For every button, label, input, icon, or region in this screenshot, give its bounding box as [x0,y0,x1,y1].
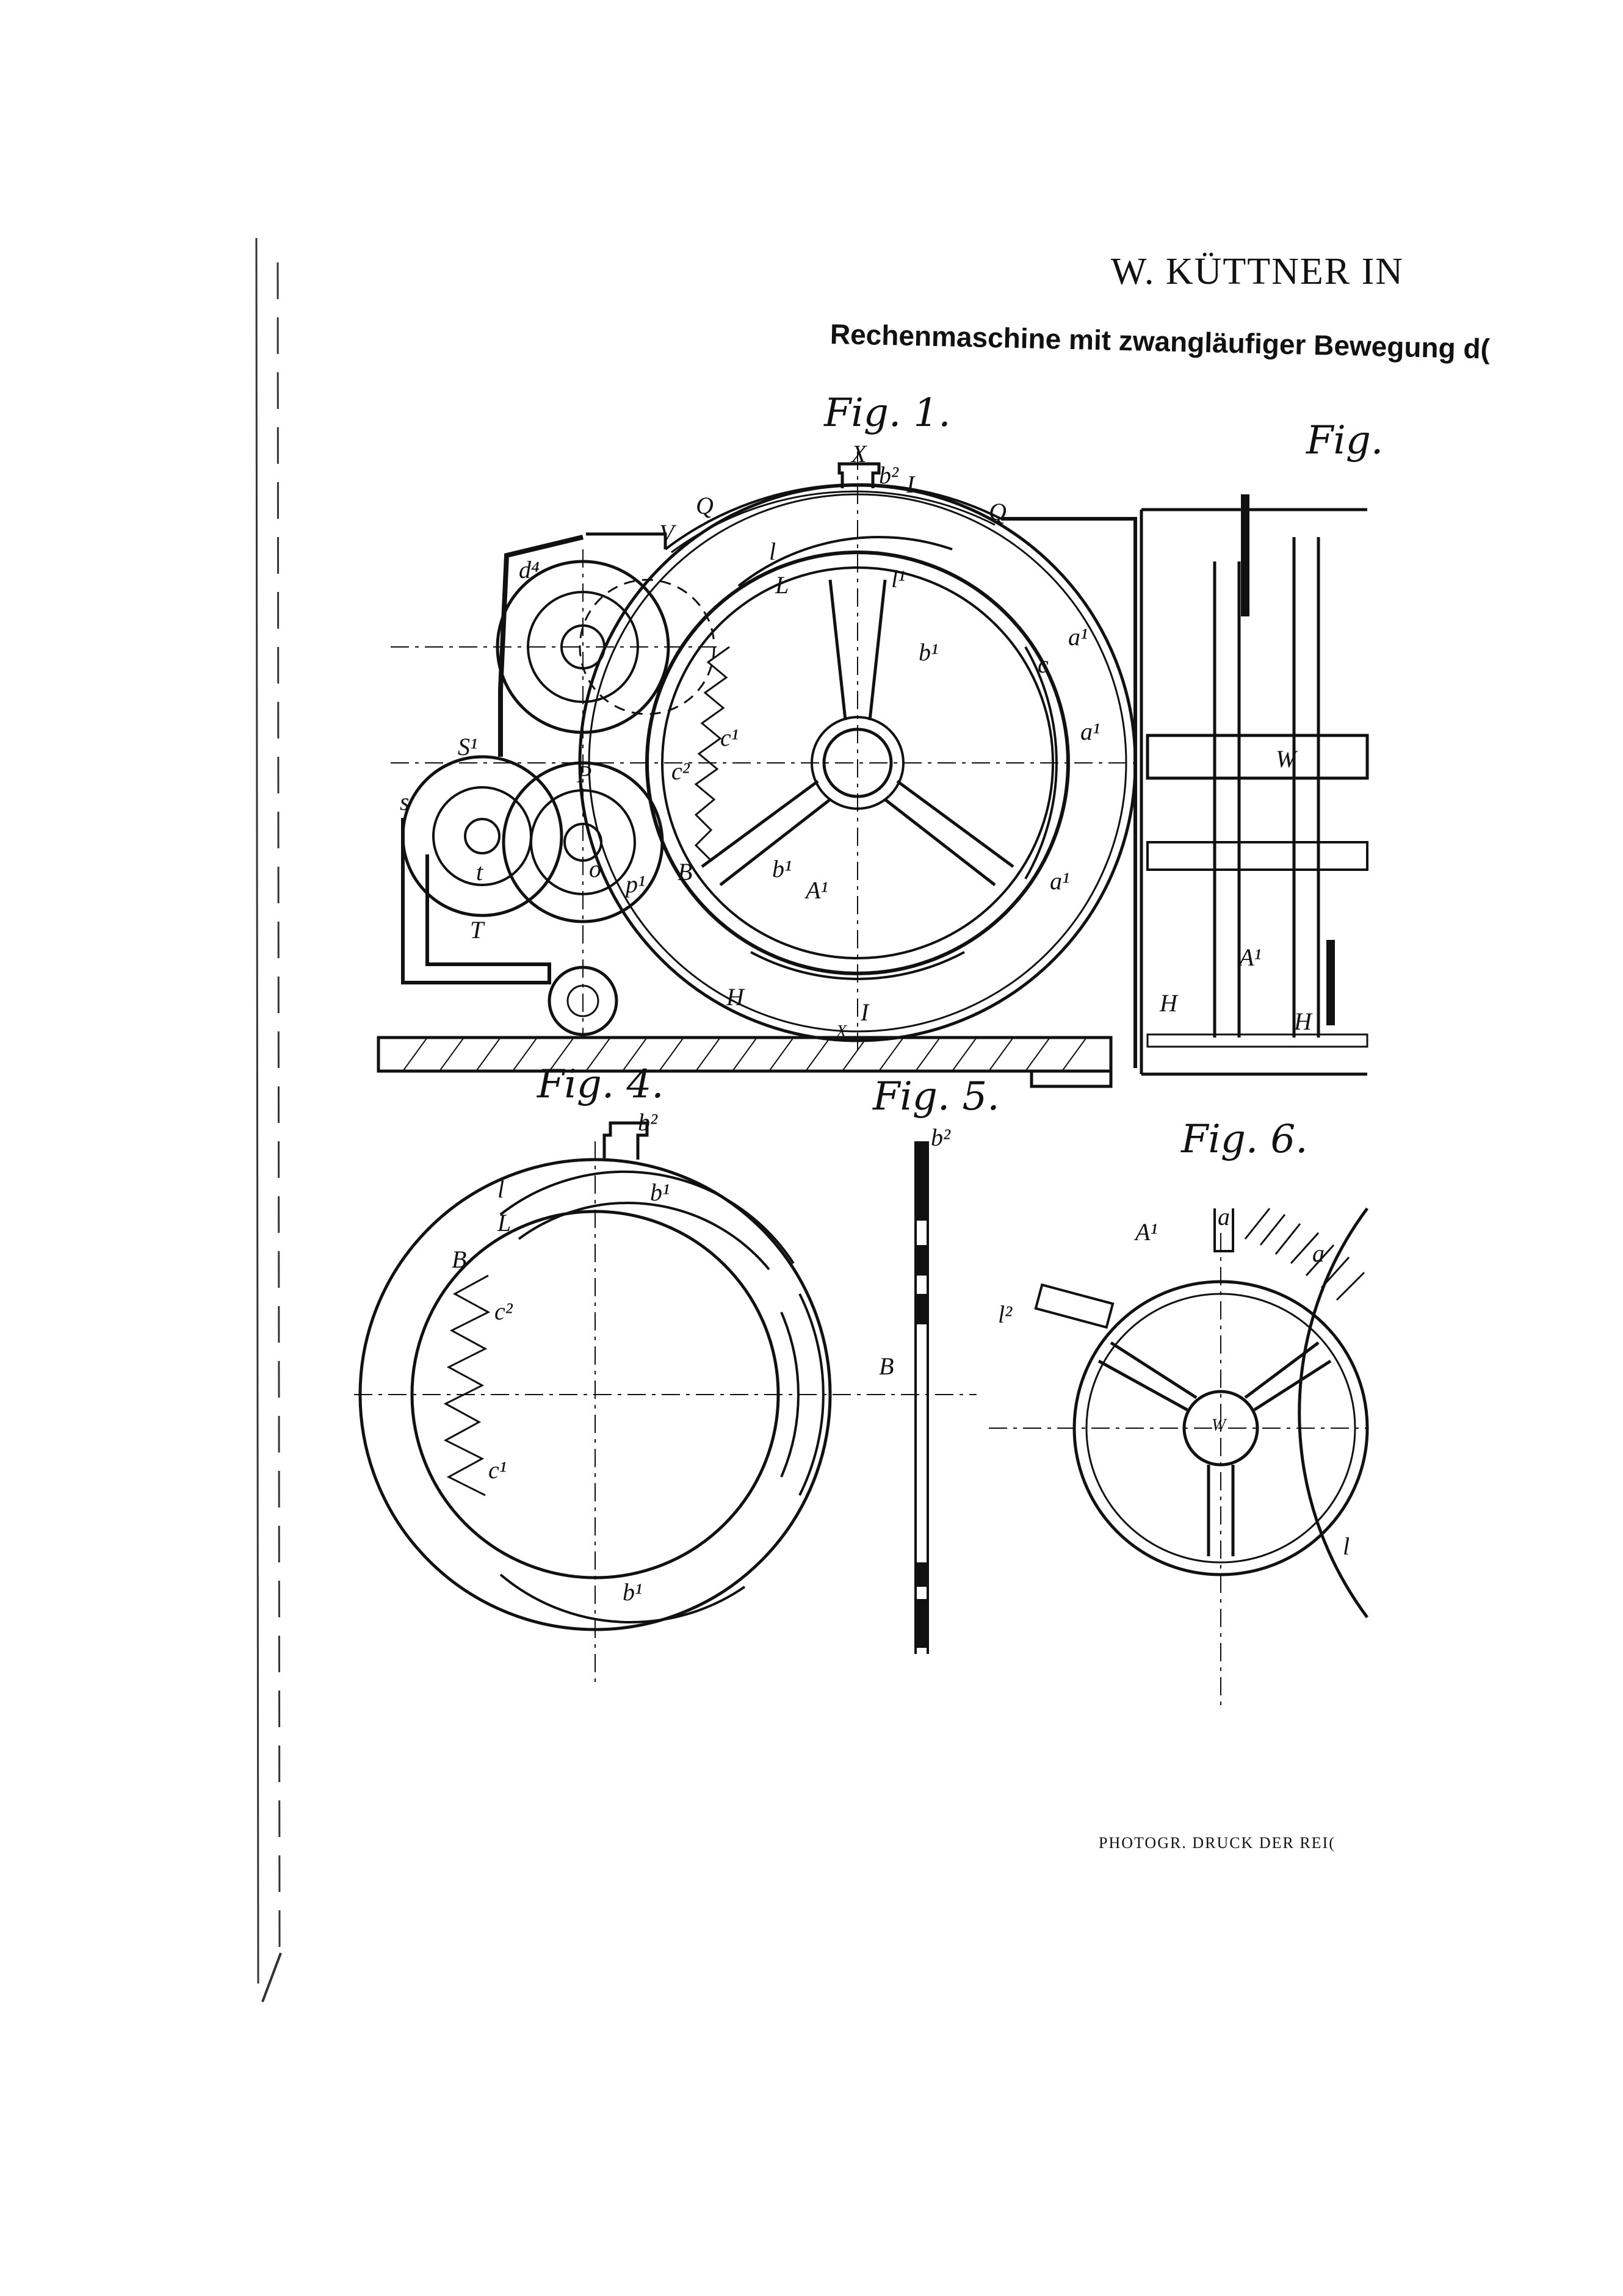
fig5-drawing [914,1141,929,1654]
label-b2-top: b² [879,461,898,489]
label-c2-fig4: c² [494,1298,513,1325]
fig6-drawing [989,1207,1369,1709]
label-l-fig4-big: L [497,1209,511,1236]
label-h: H [726,983,744,1011]
label-a1-mid: a¹ [1080,718,1100,745]
label-o: o [589,855,601,883]
label-b1-fig4: b¹ [650,1179,670,1206]
label-v: V [659,519,674,547]
print-credit: PHOTOGR. DRUCK DER REI( [1099,1834,1336,1852]
label-b2-fig4: b² [638,1108,657,1136]
label-c1: c¹ [720,724,739,751]
scan-edge-left [255,237,282,2002]
label-w-fig2: W [1276,745,1296,773]
label-a1-fig2: A¹ [1239,944,1262,971]
label-a-fig6-right: a [1312,1240,1325,1267]
label-b2-fig5: b² [931,1124,950,1151]
label-b1-right: b¹ [919,638,938,666]
patent-title: W. KÜTTNER IN [1111,251,1404,292]
label-c1-fig4: c¹ [488,1456,507,1484]
label-h-fig2-b: H [1294,1008,1312,1035]
label-i-bot: I [861,998,869,1026]
label-l-upper: l [769,538,776,565]
label-q-left: Q [696,492,714,519]
label-i-top: I [906,471,915,498]
label-b1-fig4-low: b¹ [623,1578,642,1606]
label-s1: S¹ [458,733,477,760]
fig5-label: Fig. 5. [873,1074,1000,1119]
label-b-fig1: B [678,858,693,886]
label-l-fig4: l [497,1175,505,1203]
fig1-drawing [377,452,1137,1088]
label-b1-low: b¹ [772,855,792,883]
label-q-right: Q [989,498,1007,525]
label-a1-low: a¹ [1050,867,1069,895]
fig4-label: Fig. 4. [537,1062,664,1107]
label-b-fig5: B [879,1352,894,1380]
label-x-top: X [851,440,867,468]
fig2-label: Fig. [1306,418,1384,463]
label-p: P [577,760,592,788]
label-a1-top: a¹ [1068,623,1088,651]
label-w-fig6: W [1212,1416,1226,1435]
label-a1-fig6: A¹ [1135,1218,1158,1246]
fig1-label: Fig. 1. [824,391,951,436]
label-l2-fig6: l² [998,1301,1013,1328]
label-a-fig6: a [1218,1203,1230,1230]
fig6-label: Fig. 6. [1181,1117,1308,1162]
label-d4: d⁴ [519,556,540,583]
fig2-drawing [1140,494,1369,1076]
label-l-fig1: L [775,571,789,599]
label-h-fig2: H [1160,989,1177,1017]
label-c2: c² [671,757,690,785]
fig4-drawing [354,1121,977,1684]
label-c-fig1: c [1038,651,1049,678]
label-t: T [470,916,484,944]
label-p1: p¹ [626,870,645,898]
label-a1: A¹ [806,876,828,904]
label-x-bot: X [836,1022,847,1041]
label-s: s [400,788,410,815]
label-l1: l¹ [891,565,906,593]
label-b-fig4: B [452,1246,467,1273]
label-l-fig6: l [1343,1532,1350,1560]
label-t-small: t [476,858,483,886]
